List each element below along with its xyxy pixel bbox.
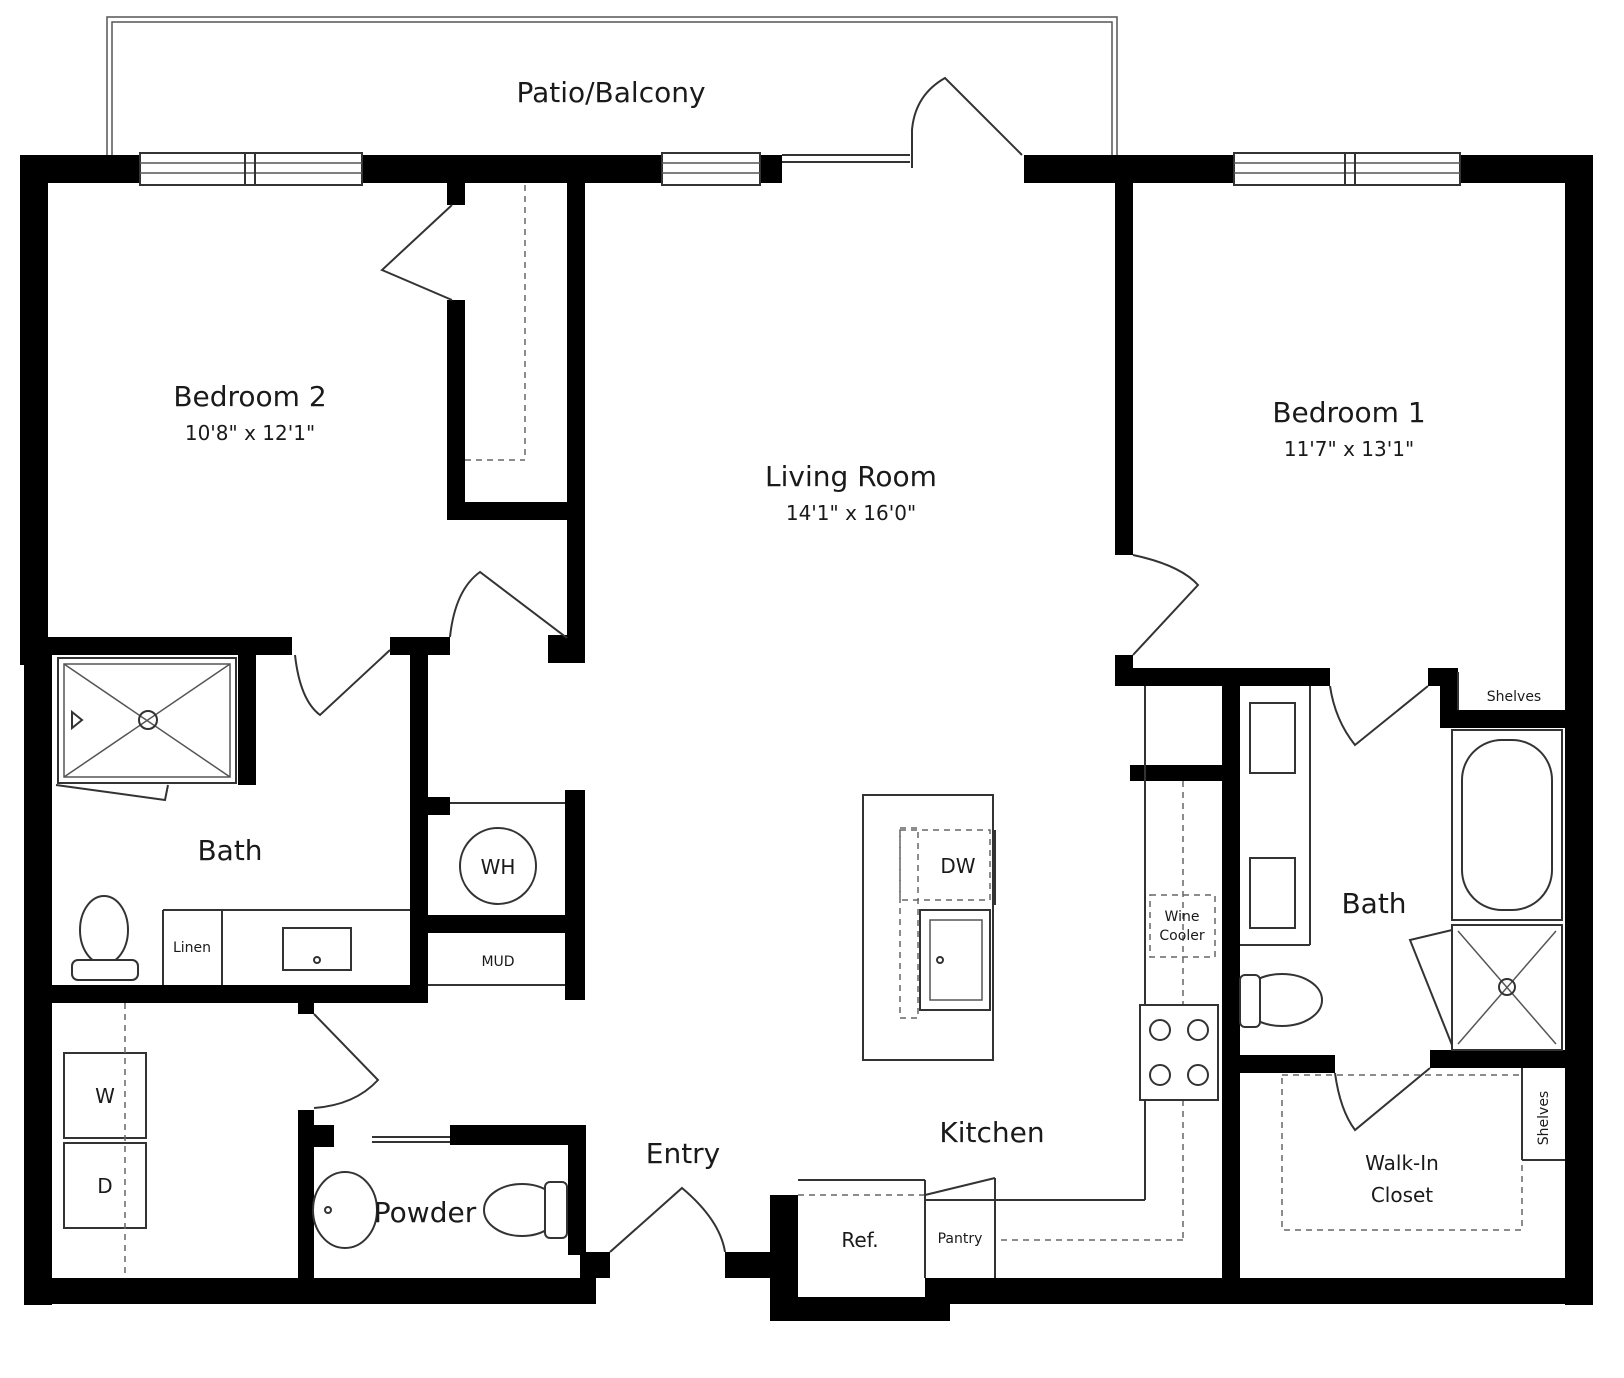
label-living: Living Room [765, 460, 937, 493]
patio-outline [106, 16, 1118, 155]
label-closet-line2: Closet [1371, 1183, 1433, 1207]
label-linen: Linen [173, 940, 211, 956]
kitchen-counters [798, 686, 1219, 1278]
label-mud: MUD [481, 954, 514, 970]
dim-bedroom1: 11'7" x 13'1" [1284, 437, 1414, 461]
label-bath1: Bath [1341, 887, 1406, 920]
label-entry: Entry [646, 1137, 721, 1170]
label-dw: DW [940, 854, 975, 878]
label-kitchen: Kitchen [939, 1116, 1044, 1149]
label-bedroom1: Bedroom 1 [1272, 396, 1425, 429]
label-shelves-side: Shelves [1536, 1091, 1552, 1145]
laundry [63, 1003, 147, 1278]
label-shelves-top: Shelves [1487, 689, 1541, 705]
windows [139, 152, 1461, 186]
closet-bedroom2 [465, 185, 526, 461]
kitchen-island [862, 794, 996, 1061]
walk-in-closet [1281, 1068, 1565, 1231]
label-wine-line2: Cooler [1159, 928, 1204, 944]
label-bath2: Bath [197, 834, 262, 867]
label-washer: W [95, 1084, 115, 1108]
utility-closets [428, 802, 565, 986]
bath1-fixtures [1239, 672, 1563, 1051]
doors [55, 76, 1431, 1253]
label-closet-line1: Walk-In [1365, 1151, 1439, 1175]
label-ref: Ref. [841, 1228, 878, 1252]
powder-fixtures [312, 1171, 568, 1249]
fixture-labels: WH MUD Linen DW Wine Cooler Ref. Pantry … [95, 689, 1552, 1252]
bath2-fixtures [57, 657, 410, 985]
label-dryer: D [97, 1174, 112, 1198]
walls [20, 155, 1593, 1321]
label-wh: WH [481, 855, 516, 879]
label-bedroom2: Bedroom 2 [173, 380, 326, 413]
label-powder: Powder [374, 1196, 477, 1229]
label-wine-line1: Wine [1165, 909, 1200, 925]
dim-living: 14'1" x 16'0" [786, 501, 916, 525]
room-labels: Patio/Balcony Bedroom 2 10'8" x 12'1" Li… [173, 76, 1439, 1229]
label-patio: Patio/Balcony [516, 76, 705, 109]
label-pantry: Pantry [938, 1231, 983, 1247]
dim-bedroom2: 10'8" x 12'1" [185, 421, 315, 445]
